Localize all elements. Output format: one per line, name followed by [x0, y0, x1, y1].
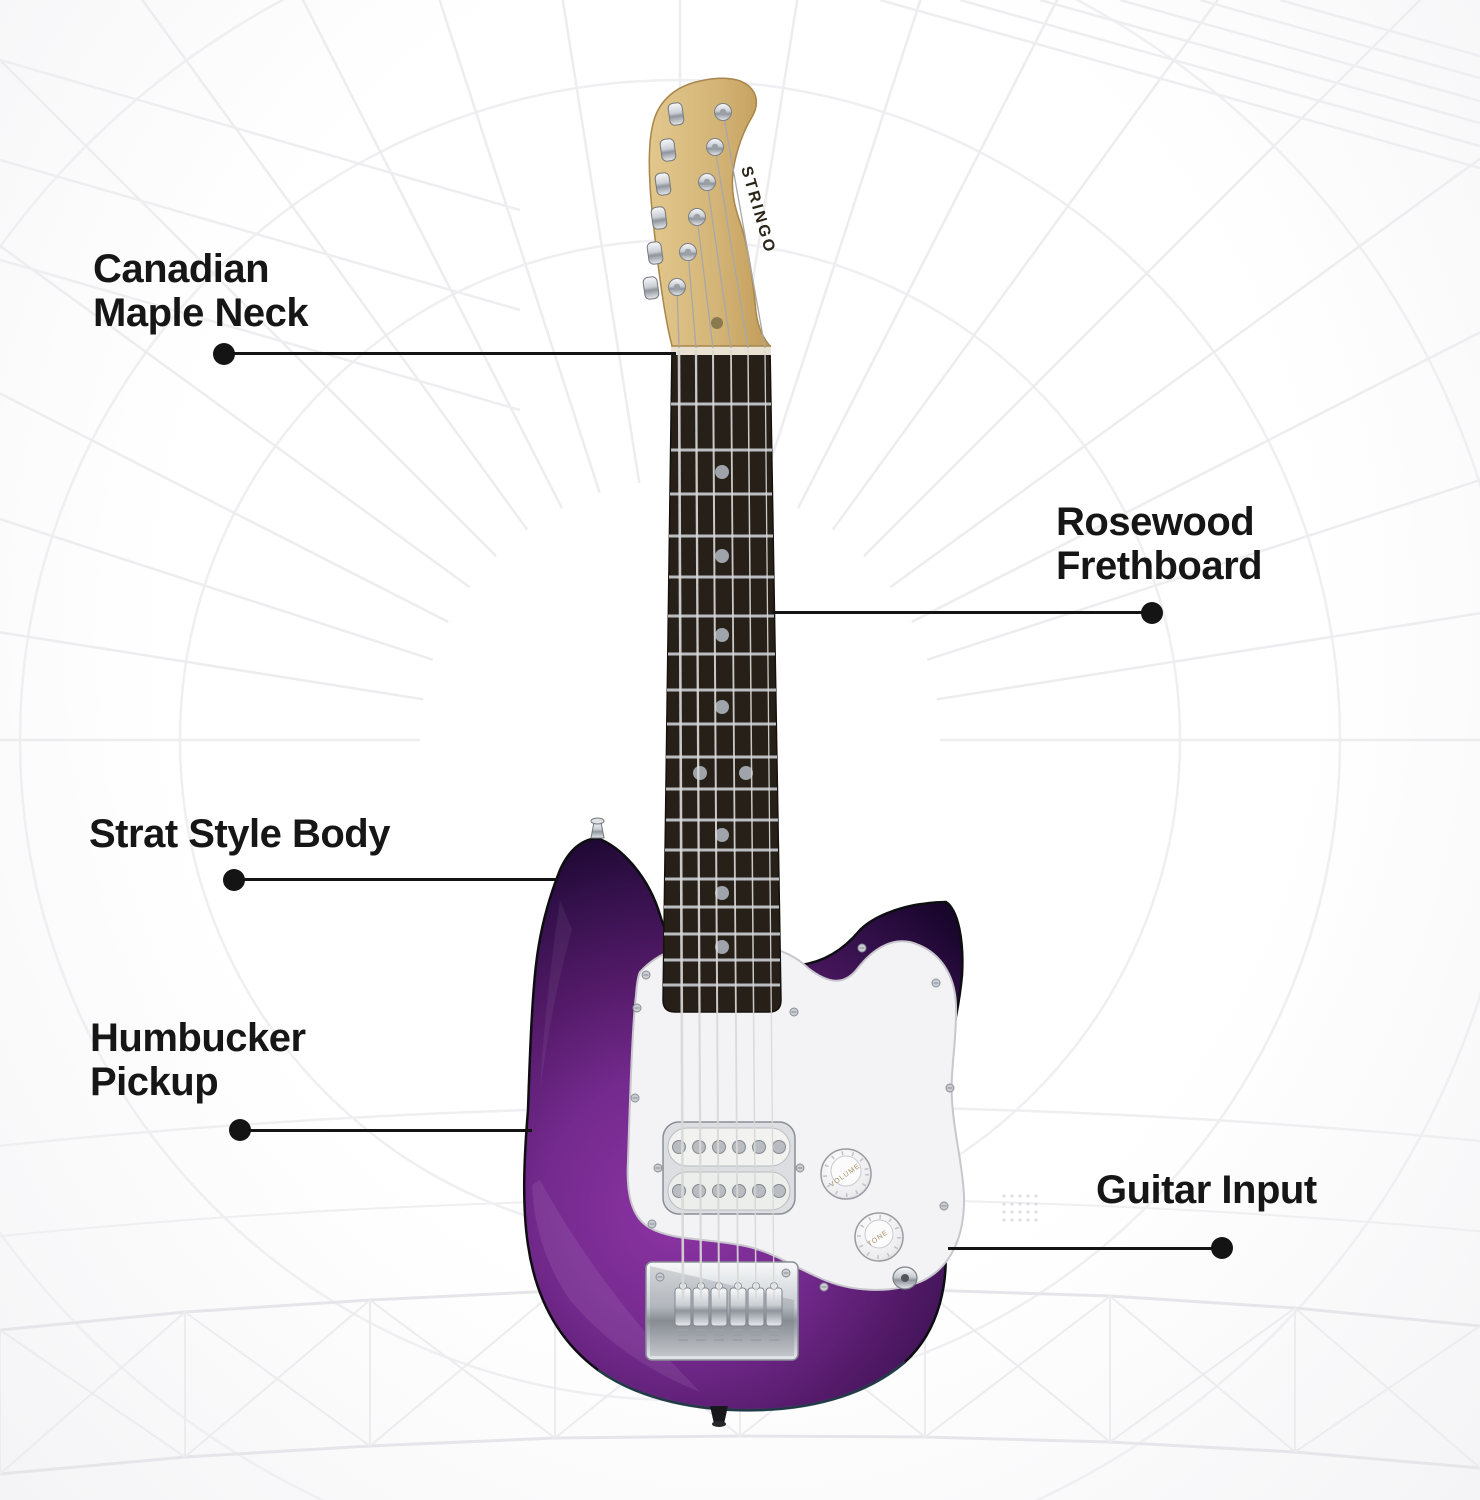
leader-dot-guitar-input [1211, 1237, 1233, 1259]
tone-knob: TONE [854, 1212, 904, 1262]
body-lacquer-rim [597, 1360, 906, 1412]
output-jack [892, 1266, 918, 1290]
leader-dot-rosewood-fretboard [1141, 602, 1163, 624]
dotted-texture-patch [1000, 1190, 1040, 1224]
annotation-text-line: Canadian [93, 247, 270, 291]
leader-line-maple-neck [224, 352, 676, 355]
annotation-strat-style-body: Strat Style Body [89, 812, 390, 856]
leader-line-guitar-input [948, 1247, 1222, 1250]
annotation-rosewood-fretboard: Rosewood Frethboard [1056, 500, 1263, 588]
leader-line-strat-style-body [234, 878, 558, 881]
annotation-guitar-input: Guitar Input [1096, 1168, 1317, 1212]
annotation-text-line: Pickup [90, 1060, 219, 1104]
leader-line-rosewood-fretboard [772, 611, 1152, 614]
truss-rod-access [711, 317, 723, 329]
volume-knob: VOLUME [820, 1148, 872, 1200]
leader-dot-strat-style-body [223, 869, 245, 891]
strings [677, 349, 775, 1301]
body-gloss-highlight [532, 1180, 700, 1392]
leader-dot-maple-neck [213, 343, 235, 365]
headstock-strings [676, 111, 766, 349]
annotation-text-line: Strat Style Body [89, 812, 390, 856]
strap-button-top [590, 817, 605, 839]
annotation-text-line: Guitar Input [1096, 1168, 1317, 1212]
annotation-canadian-maple-neck: Canadian Maple Neck [93, 247, 309, 335]
annotation-text-line: Rosewood [1056, 500, 1255, 544]
humbucker-pickup [653, 1121, 805, 1215]
annotation-text-line: Humbucker [90, 1016, 306, 1060]
headstock: STRINGO [642, 77, 778, 349]
leader-line-humbucker-pickup [240, 1129, 532, 1132]
nut [671, 346, 771, 355]
bridge [645, 1261, 799, 1361]
leader-dot-humbucker-pickup [229, 1119, 251, 1141]
annotation-text-line: Maple Neck [93, 291, 309, 335]
inlay-dots [693, 465, 753, 954]
strap-button-bottom [710, 1406, 728, 1427]
annotation-text-line: Frethboard [1056, 544, 1263, 588]
annotation-humbucker-pickup: Humbucker Pickup [90, 1016, 306, 1104]
